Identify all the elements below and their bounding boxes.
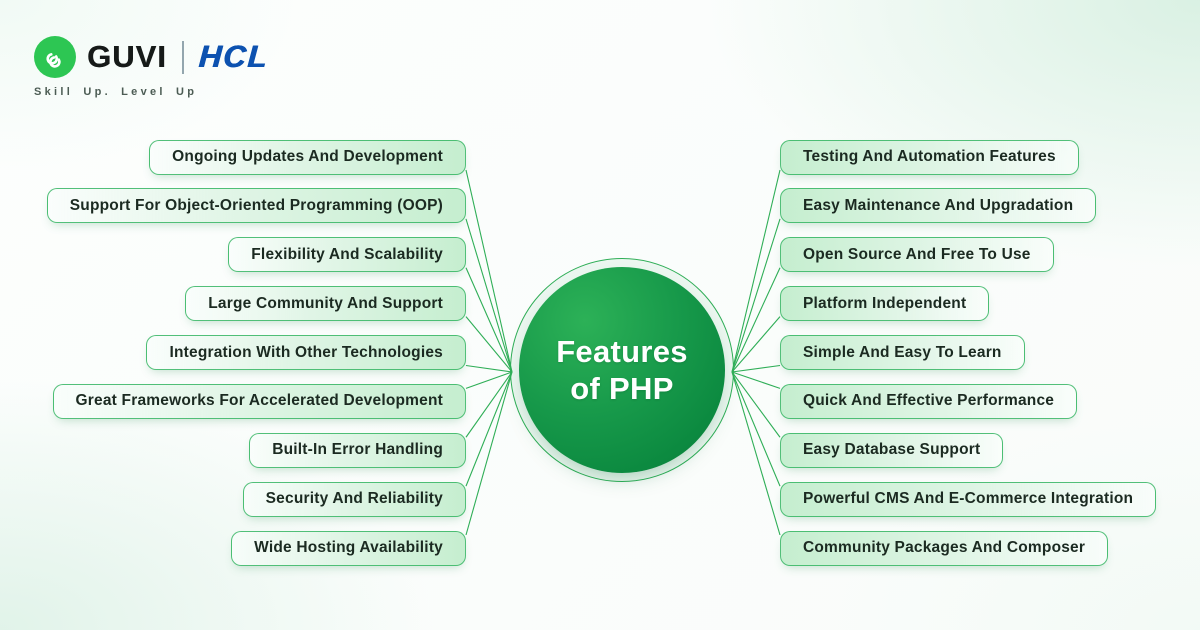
feature-label: Simple And Easy To Learn	[803, 343, 1002, 361]
feature-label: Flexibility And Scalability	[251, 245, 443, 263]
brand-divider	[181, 40, 184, 74]
feature-box-left-1: Support For Object-Oriented Programming …	[46, 188, 466, 224]
brand-header: GUVI HCL Skill Up. Level Up	[34, 36, 270, 98]
brand-tagline: Skill Up. Level Up	[34, 86, 198, 98]
feature-box-right-3: Platform Independent	[780, 286, 990, 322]
center-hub-ring: Features of PHP	[510, 258, 734, 482]
feature-label: Great Frameworks For Accelerated Develop…	[75, 392, 443, 410]
feature-box-right-5: Quick And Effective Performance	[780, 383, 1078, 419]
feature-label: Community Packages And Composer	[803, 539, 1086, 556]
feature-label: Support For Object-Oriented Programming …	[69, 196, 443, 214]
feature-box-left-8: Wide Hosting Availability	[231, 530, 466, 566]
connector-line	[731, 371, 781, 536]
connector-line	[465, 371, 513, 438]
connector-line	[731, 371, 781, 389]
connector-line	[465, 371, 513, 487]
feature-label: Wide Hosting Availability	[254, 539, 443, 556]
feature-box-right-8: Community Packages And Composer	[780, 530, 1109, 566]
feature-label: Large Community And Support	[208, 294, 443, 312]
feature-box-left-6: Built-In Error Handling	[249, 432, 466, 468]
connector-line	[731, 371, 781, 438]
hcl-wordmark: HCL	[197, 39, 270, 74]
guvi-wordmark: GUVI	[87, 39, 167, 74]
connector-line	[465, 316, 513, 373]
feature-label: Ongoing Updates And Development	[172, 148, 443, 165]
feature-box-right-1: Easy Maintenance And Upgradation	[780, 188, 1097, 224]
connector-line	[465, 169, 513, 373]
feature-box-left-3: Large Community And Support	[185, 286, 466, 322]
feature-label: Security And Reliability	[265, 490, 443, 508]
feature-box-left-0: Ongoing Updates And Development	[149, 139, 466, 175]
feature-box-right-7: Powerful CMS And E-Commerce Integration	[780, 481, 1157, 517]
guvi-logo-icon	[34, 36, 76, 78]
feature-box-left-4: Integration With Other Technologies	[146, 335, 466, 370]
connector-line	[465, 218, 513, 373]
feature-label: Testing And Automation Features	[803, 148, 1056, 165]
connector-line	[731, 316, 781, 373]
feature-box-right-4: Simple And Easy To Learn	[780, 335, 1025, 370]
connector-line	[731, 267, 781, 373]
connector-line	[465, 371, 513, 536]
connector-line	[465, 364, 513, 373]
feature-box-right-2: Open Source And Free To Use	[780, 237, 1054, 273]
connector-line	[731, 218, 781, 373]
feature-label: Open Source And Free To Use	[803, 245, 1031, 263]
feature-label: Integration With Other Technologies	[169, 343, 443, 361]
feature-box-right-6: Easy Database Support	[780, 432, 1004, 468]
feature-label: Platform Independent	[803, 294, 967, 312]
feature-label: Easy Database Support	[803, 441, 981, 459]
connector-line	[465, 371, 513, 389]
feature-label: Quick And Effective Performance	[803, 392, 1055, 410]
feature-label: Built-In Error Handling	[272, 441, 443, 459]
hub-title-line2: of PHP	[570, 371, 674, 406]
feature-box-right-0: Testing And Automation Features	[780, 139, 1079, 175]
connector-line	[731, 364, 781, 373]
feature-box-left-5: Great Frameworks For Accelerated Develop…	[52, 383, 466, 419]
hub-title-line1: Features	[556, 334, 688, 369]
feature-label: Powerful CMS And E-Commerce Integration	[803, 490, 1134, 508]
connector-line	[731, 371, 781, 487]
connector-line	[731, 169, 781, 373]
feature-box-left-2: Flexibility And Scalability	[228, 237, 466, 273]
feature-box-left-7: Security And Reliability	[242, 481, 466, 517]
feature-label: Easy Maintenance And Upgradation	[803, 196, 1074, 214]
connector-line	[465, 267, 513, 373]
center-hub: Features of PHP	[519, 267, 725, 473]
